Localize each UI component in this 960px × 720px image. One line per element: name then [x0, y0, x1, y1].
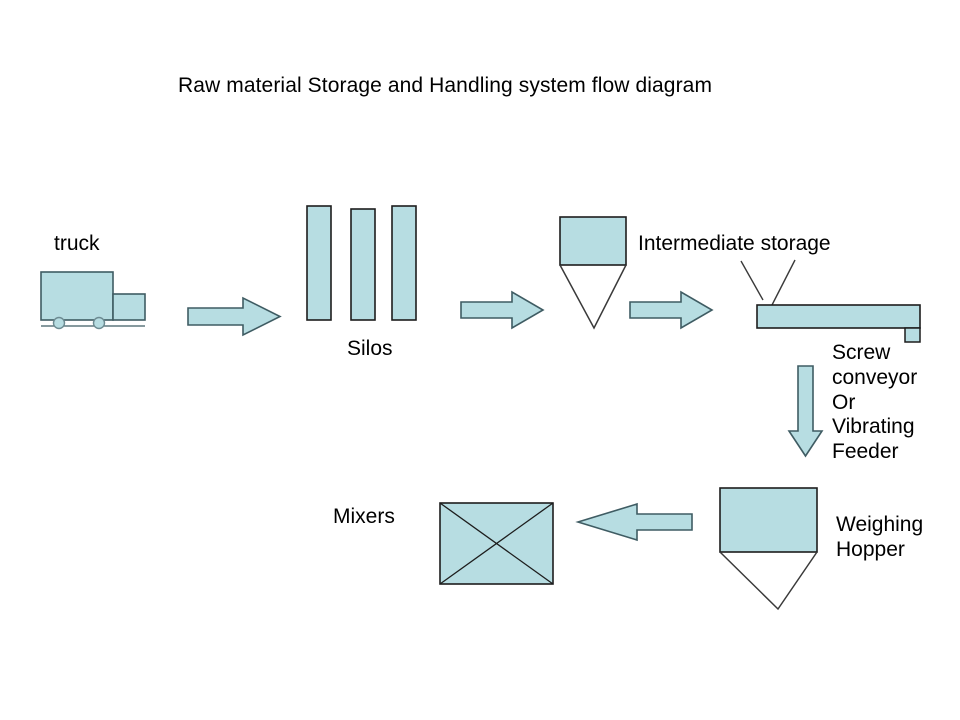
silo-3: [391, 205, 417, 321]
label-truck: truck: [54, 232, 100, 255]
arrow-left-glyph: [575, 502, 693, 542]
truck-body: [40, 271, 114, 321]
arrow-down-glyph: [787, 365, 824, 458]
mixer-diagonal-2: [439, 502, 554, 585]
arrow-right-glyph: [187, 296, 282, 337]
weighing-hopper-shape[interactable]: [719, 487, 818, 611]
weighing-hopper-bin: [719, 487, 818, 553]
silo-1: [306, 205, 332, 321]
leader-line-left: [740, 260, 764, 301]
screw-conveyor-trough: [756, 304, 921, 329]
arrow-silos-to-intermediate[interactable]: [460, 290, 545, 330]
arrow-intermediate-to-conveyor[interactable]: [629, 290, 714, 330]
mixers-shape[interactable]: [439, 502, 554, 585]
arrow-right-glyph: [460, 290, 545, 330]
page-title: Raw material Storage and Handling system…: [178, 74, 713, 97]
arrow-right-glyph: [629, 290, 714, 330]
screw-conveyor-discharge-spout: [904, 327, 921, 343]
label-screw-conveyor: Screw conveyor Or Vibrating Feeder: [832, 341, 918, 464]
intermediate-storage-shape[interactable]: [559, 216, 627, 330]
silo-2: [350, 208, 376, 321]
intermediate-storage-leader-lines: [740, 259, 796, 306]
truck-shape[interactable]: [40, 271, 146, 330]
label-weighing-hopper: Weighing Hopper: [836, 513, 924, 561]
label-mixers: Mixers: [333, 505, 395, 528]
truck-cab: [112, 293, 146, 321]
label-silos: Silos: [347, 337, 393, 360]
arrow-conveyor-to-weighing[interactable]: [787, 365, 824, 458]
silos-shape[interactable]: [306, 205, 417, 321]
arrow-weighing-to-mixers[interactable]: [575, 502, 693, 542]
arrow-truck-to-silos[interactable]: [187, 296, 282, 337]
screw-conveyor-shape[interactable]: [756, 304, 921, 343]
truck-wheel-front: [92, 316, 106, 330]
label-intermediate-storage: Intermediate storage: [638, 232, 831, 255]
leader-line-right: [771, 259, 796, 306]
weighing-hopper-cone: [719, 551, 818, 611]
intermediate-storage-bin: [559, 216, 627, 266]
truck-wheel-rear: [52, 316, 66, 330]
intermediate-storage-cone: [559, 264, 627, 330]
